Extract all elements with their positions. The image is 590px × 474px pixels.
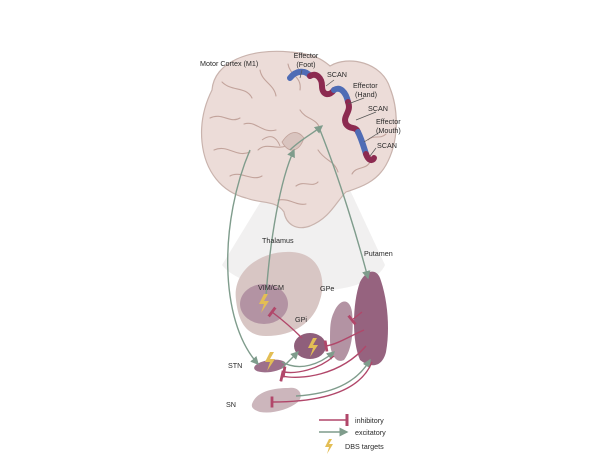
thalamus-label: Thalamus (262, 236, 294, 245)
motor-cortex-label: Motor Cortex (M1) (200, 59, 258, 68)
scan-label-2: SCAN (368, 104, 388, 113)
putamen-shape (354, 271, 388, 366)
legend-inhibitory-label: inhibitory (355, 416, 384, 425)
legend-excitatory-label: excitatory (355, 428, 386, 437)
gpe-label: GPe (320, 284, 334, 293)
label-pointers (299, 69, 381, 157)
putamen-label: Putamen (364, 249, 393, 258)
effector-foot-label-2: (Foot) (296, 60, 315, 69)
effector-mouth-label-2: (Mouth) (376, 126, 401, 135)
sn-shape (251, 387, 301, 413)
putamen-to-sn-path (270, 361, 373, 408)
legend-dbs-label: DBS targets (345, 442, 384, 451)
putamen-to-stn-path (279, 345, 367, 382)
subcortical-nuclei (235, 251, 388, 413)
legend-dbs-icon (325, 439, 333, 454)
sn-label: SN (226, 400, 236, 409)
gpe-shape (330, 301, 353, 361)
dbs-bolt-gpi (308, 338, 318, 357)
effector-hand-label-2: (Hand) (355, 90, 377, 99)
scan-label-3: SCAN (377, 141, 397, 150)
effector-mouth-label-1: Effector (376, 117, 401, 126)
scan-strip-3 (363, 151, 377, 164)
dbs-bolt-stn (265, 352, 275, 371)
dbs-bolt-vim (259, 294, 269, 313)
cortex-to-stn-path (227, 149, 259, 366)
gpi-label: GPi (295, 315, 307, 324)
scan-strip-1 (307, 71, 337, 98)
effector-hand-label-1: Effector (353, 81, 378, 90)
stn-label: STN (228, 361, 242, 370)
brain-coronal-section (200, 50, 397, 229)
scan-label-1: SCAN (327, 70, 347, 79)
thalamus-to-cortex-path (265, 148, 295, 297)
putamen-to-gpe-path (347, 311, 363, 326)
legend: inhibitory excitatory DBS targets (319, 414, 386, 454)
pathways (227, 125, 373, 408)
vim-cm-label: VIM/CM (258, 283, 284, 292)
putamen-to-gpi-path (323, 329, 365, 352)
cortex-internal-path (289, 125, 324, 151)
gpi-to-thalamus-path (267, 306, 303, 339)
dbs-targets (259, 294, 318, 371)
cortex-to-putamen-path (319, 129, 371, 280)
effector-foot-label-1: Effector (294, 51, 319, 60)
cortical-strips (287, 68, 377, 164)
sn-to-putamen-path (295, 358, 371, 397)
gpe-to-stn-path (281, 355, 335, 378)
scan-strip-2 (342, 99, 361, 135)
